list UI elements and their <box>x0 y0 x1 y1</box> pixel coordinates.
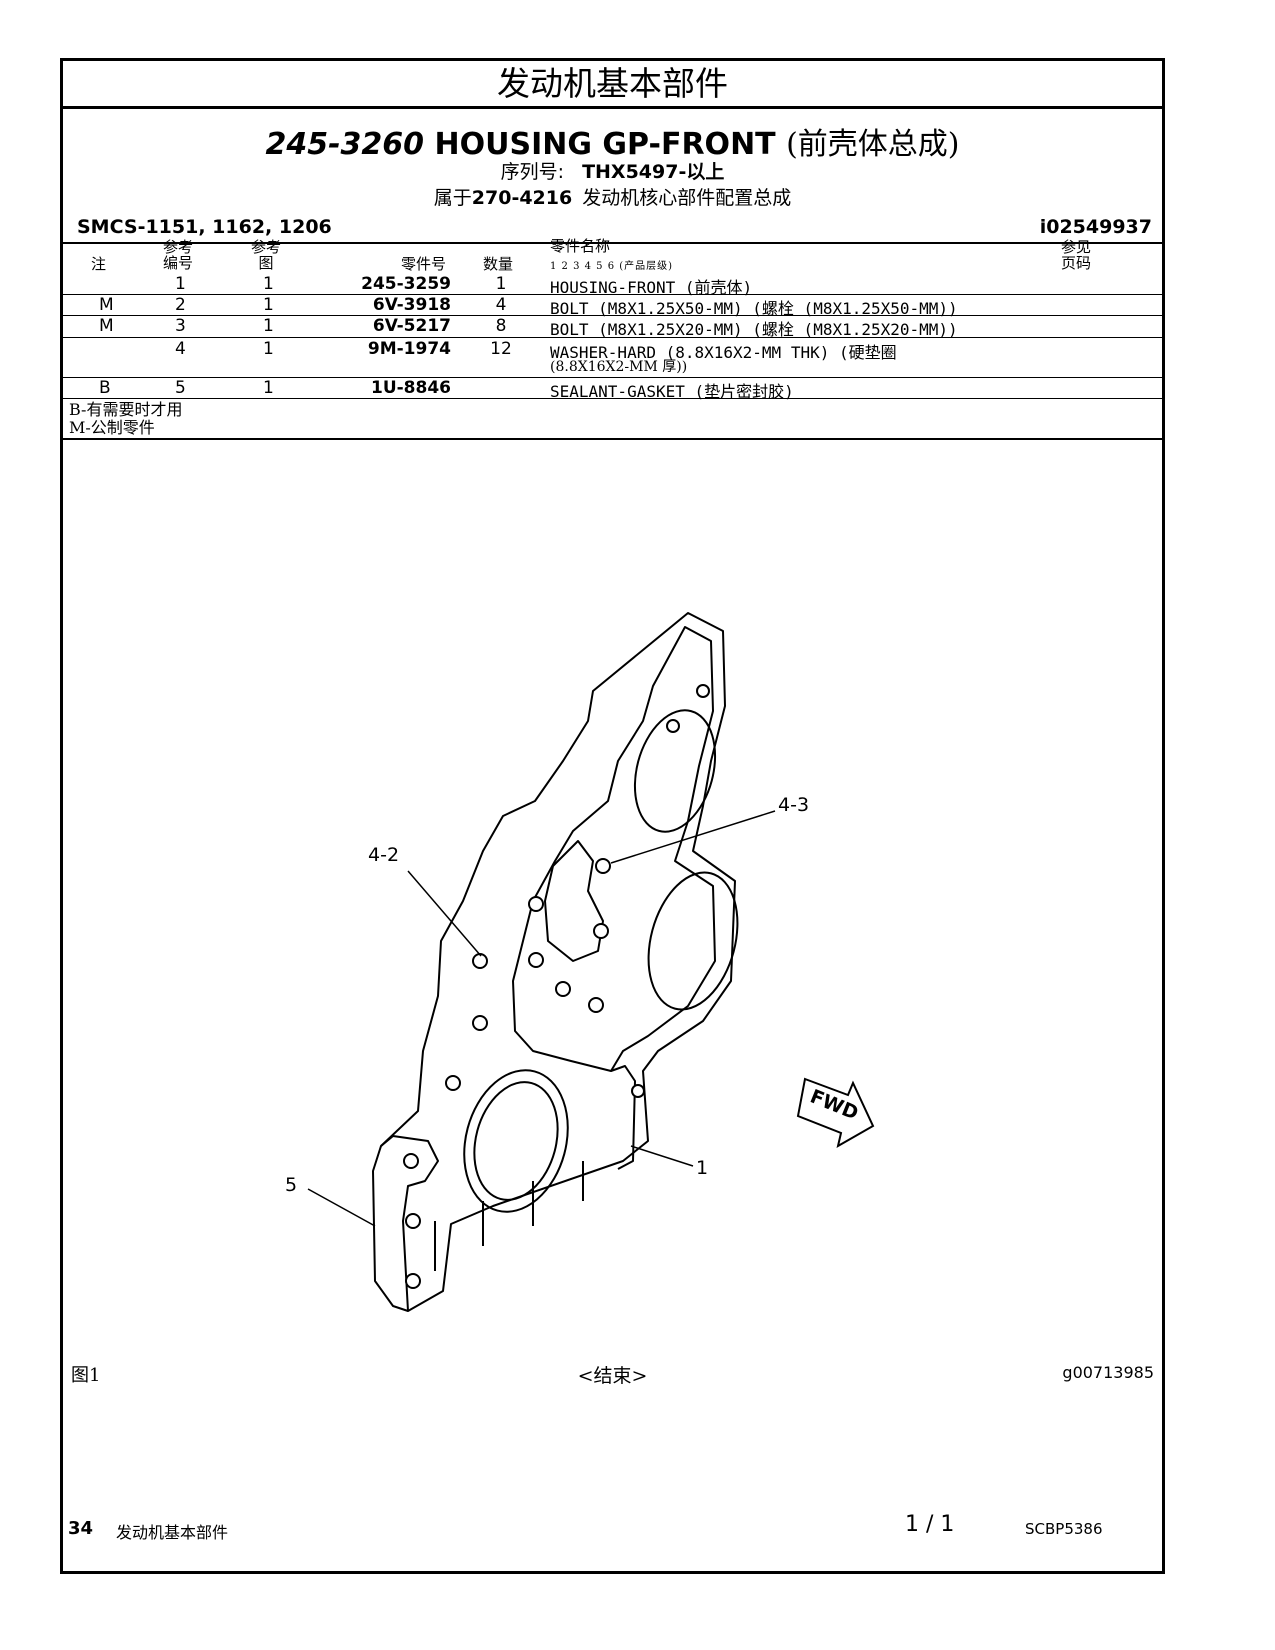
legend-m: M-公制零件 <box>69 418 155 437</box>
col-fig-line1: 参考 <box>251 238 282 256</box>
row-ref: 5 <box>175 378 186 398</box>
footer-page-of: 1 / 1 <box>905 1512 955 1537</box>
group-name-cn: (前壳体总成) <box>786 127 960 162</box>
row-part-name: BOLT (M8X1.25X20-MM) (螺栓 (M8X1.25X20-MM)… <box>550 320 958 339</box>
row-part-number[interactable]: 6V-5217 <box>372 316 451 336</box>
col-levels: 1 2 3 4 5 6 (产品层级) <box>550 261 674 272</box>
row-ref: 2 <box>175 295 186 315</box>
belongs-part: 270-4216 <box>471 187 573 209</box>
row-divider <box>63 294 1162 295</box>
row-fig: 1 <box>263 274 274 294</box>
group-title: 245-3260 HOUSING GP-FRONT (前壳体总成) <box>63 119 1162 163</box>
callout-1: 1 <box>696 1157 708 1179</box>
legend-divider <box>63 438 1162 440</box>
col-ref-no-line1: 参考 <box>163 238 194 256</box>
footer-section: 发动机基本部件 <box>116 1523 229 1542</box>
col-fig-line2: 图 <box>258 254 274 272</box>
row-fig: 1 <box>263 295 274 315</box>
page-frame: 发动机基本部件 245-3260 HOUSING GP-FRONT (前壳体总成… <box>60 58 1165 1574</box>
header-divider <box>63 242 1162 244</box>
row-note: M <box>99 295 114 315</box>
serial-range: 序列号: THX5497-以上 <box>63 157 1162 184</box>
row-divider <box>63 315 1162 316</box>
col-see-page-line2: 页码 <box>1061 254 1092 272</box>
graphic-id: g00713985 <box>1062 1363 1154 1382</box>
col-ref-no: 参考 编号 <box>163 239 193 271</box>
row-fig: 1 <box>263 378 274 398</box>
row-part-name: BOLT (M8X1.25X50-MM) (螺栓 (M8X1.25X50-MM)… <box>550 299 958 318</box>
callout-4-3: 4-3 <box>778 794 809 816</box>
col-see-page: 参见 页码 <box>1061 239 1091 271</box>
col-see-page-line1: 参见 <box>1061 238 1092 256</box>
row-note: M <box>99 316 114 336</box>
col-part-no: 零件号 <box>401 255 447 273</box>
legend: B-有需要时才用 M-公制零件 <box>69 401 182 437</box>
smcs-codes: SMCS-1151, 1162, 1206 <box>77 216 332 238</box>
row-part-number[interactable]: 245-3259 <box>361 274 451 294</box>
table-row: M 2 1 6V-3918 4 BOLT (M8X1.25X50-MM) (螺栓… <box>63 295 1162 318</box>
row-part-name-cont: (8.8X16X2-MM 厚)) <box>550 359 688 375</box>
group-part-number: 245-3260 <box>265 127 425 162</box>
table-row: B 5 1 1U-8846 SEALANT-GASKET (垫片密封胶) <box>63 378 1162 401</box>
table-row: M 3 1 6V-5217 8 BOLT (M8X1.25X20-MM) (螺栓… <box>63 316 1162 339</box>
row-part-name: SEALANT-GASKET (垫片密封胶) <box>550 382 794 401</box>
row-qty: 1 <box>495 274 507 294</box>
row-divider <box>63 337 1162 338</box>
figure-label: 图1 <box>71 1365 101 1386</box>
belongs-prefix: 属于 <box>433 187 472 209</box>
row-part-number[interactable]: 6V-3918 <box>372 295 451 315</box>
row-part-name: WASHER-HARD (8.8X16X2-MM THK) (硬垫圈 <box>550 343 897 362</box>
row-ref: 3 <box>175 316 186 336</box>
table-row: 1 1 245-3259 1 HOUSING-FRONT (前壳体) <box>63 274 1162 297</box>
row-qty: 4 <box>495 295 507 315</box>
row-ref: 1 <box>175 274 186 294</box>
col-note: 注 <box>91 255 107 273</box>
row-divider <box>63 398 1162 399</box>
section-title: 发动机基本部件 <box>63 61 1162 109</box>
row-divider <box>63 377 1162 378</box>
belongs-desc: 发动机核心部件配置总成 <box>582 187 792 209</box>
group-name: HOUSING GP-FRONT <box>434 127 776 162</box>
front-housing-illustration: FWD 4-3 4-2 1 5 <box>285 612 875 1312</box>
row-fig: 1 <box>263 339 274 359</box>
footer-page-number: 34 <box>68 1518 94 1539</box>
col-ref-no-line2: 编号 <box>163 254 194 272</box>
col-fig: 参考 图 <box>251 239 281 271</box>
footer-doc-id: SCBP5386 <box>1025 1520 1103 1538</box>
row-part-number[interactable]: 1U-8846 <box>370 378 451 398</box>
row-note: B <box>99 378 111 398</box>
row-ref: 4 <box>175 339 186 359</box>
end-label: <结束> <box>577 1365 648 1387</box>
callout-5: 5 <box>285 1174 297 1196</box>
row-fig: 1 <box>263 316 274 336</box>
table-row: 4 1 9M-1974 12 WASHER-HARD (8.8X16X2-MM … <box>63 339 1162 377</box>
col-part-name: 零件名称 <box>550 237 611 255</box>
col-qty: 数量 <box>483 255 514 273</box>
row-part-name: HOUSING-FRONT (前壳体) <box>550 278 753 297</box>
belongs-to: 属于270-4216 发动机核心部件配置总成 <box>63 183 1162 210</box>
row-qty: 8 <box>495 316 507 336</box>
callout-4-2: 4-2 <box>368 844 399 866</box>
serial-value: THX5497-以上 <box>582 161 725 183</box>
row-part-number[interactable]: 9M-1974 <box>367 339 451 359</box>
illustration-id: i02549937 <box>1039 216 1152 238</box>
row-qty: 12 <box>490 339 512 359</box>
serial-label: 序列号: <box>500 161 565 183</box>
legend-b: B-有需要时才用 <box>69 400 183 419</box>
